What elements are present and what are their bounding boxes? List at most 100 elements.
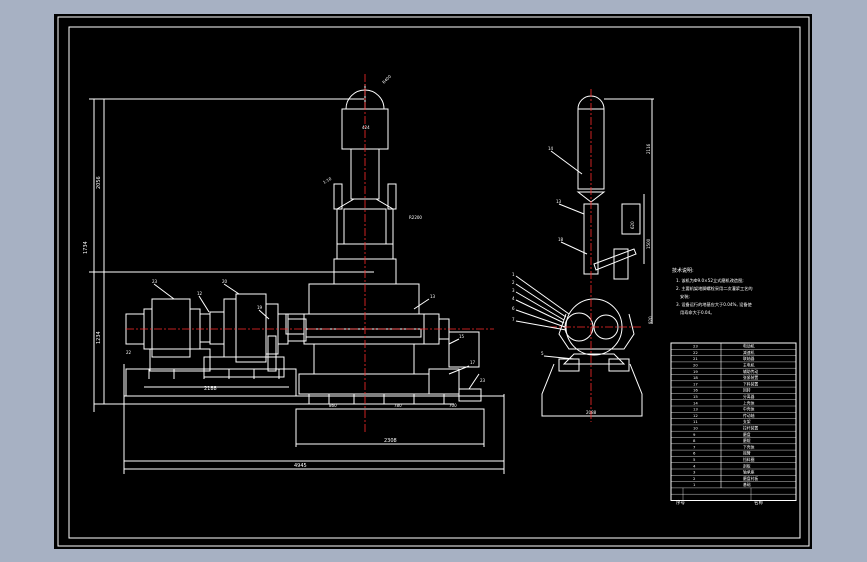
part-name: 分离器 [743,394,755,399]
side-label-1: 13 [556,199,562,204]
drawing-sheet: 4945 2188 2308 1734 2056 1234 860 780 70… [54,14,812,549]
side-label-9: 7 [512,317,515,322]
part-number: 17 [693,381,698,386]
side-label-4: 2 [512,280,515,285]
side-label-0: 14 [548,146,554,151]
table-row: 18 张紧装置 [693,375,758,380]
part-name: 支架 [743,419,751,424]
table-row: 16 回转 [693,388,751,393]
part-number: 18 [693,375,698,380]
part-number: 21 [693,356,698,361]
part-name: 辅助传动 [743,369,758,374]
tech-note-line-4: 用寿命大于0.04。 [680,309,714,316]
table-row: 3 轴承座 [693,470,755,475]
part-number: 5 [693,457,696,462]
dim-lower-height: 1234 [96,331,102,344]
tech-notes: 技术说明: 1. 该机为Ф9.0×52立式磨机改造图; 2. 主要机架地脚螺栓采… [672,267,753,316]
dim-left-height: 1734 [83,241,89,254]
side-label-5: 3 [512,288,515,293]
part-number: 12 [693,413,698,418]
part-number: 19 [693,369,698,374]
front-view: 4945 2188 2308 1734 2056 1234 860 780 70… [83,73,505,474]
part-number: 9 [693,432,696,437]
part-name: 磨盘衬板 [743,476,758,481]
front-label-3: 19 [257,305,263,310]
dim-foundation-length: 2308 [384,438,397,444]
part-name: 挡料圈 [743,457,755,462]
part-number: 13 [693,407,698,412]
table-footer-no: 序号 [676,499,685,506]
dim-base-length: 2188 [204,386,217,392]
part-name: 回转 [743,388,751,393]
part-name: 轴承座 [743,470,755,475]
table-row: 21 联轴器 [693,356,755,361]
front-label-0: 23 [152,279,158,284]
dim-sub-a: 860 [329,403,337,408]
part-name: 刮板 [743,463,751,468]
part-number: 6 [693,451,696,456]
part-name: 减速机 [743,350,755,355]
part-number: 15 [693,394,698,399]
table-footer-name: 名称 [754,499,763,506]
front-label-6: 15 [459,334,465,339]
part-name: 主电机 [743,363,755,368]
side-label-3: 1 [512,272,515,277]
part-name: 张紧装置 [743,375,758,380]
part-number: 22 [693,350,698,355]
table-row: 12 传动轴 [693,413,755,418]
dim-upper-height: 2056 [96,176,102,189]
table-row: 2 磨盘衬板 [693,476,758,481]
part-number: 11 [693,419,698,424]
part-name: 磨辊 [743,438,751,443]
tech-note-line-2: 安装; [680,293,690,300]
dim-radius-top: R400 [381,73,392,84]
part-name: 电动机 [743,344,755,349]
part-number: 8 [693,438,696,443]
table-row: 8 磨辊 [693,438,751,443]
table-row: 11 支架 [693,419,751,424]
part-name: 基础 [743,482,751,487]
outer-frame [57,16,810,547]
table-row: 15 分离器 [693,394,755,399]
part-name: 传动轴 [743,413,755,418]
part-number: 16 [693,388,698,393]
table-row: 13 中壳体 [693,407,755,412]
side-part-labels: 14 13 18 1 2 3 4 5 6 7 [512,146,564,356]
dim-overall-length: 4945 [294,463,307,469]
part-name: 摇臂 [743,451,751,456]
side-dim-height-mid: 1500 [646,238,651,249]
side-view: 2116 1500 2088 620 920 [515,89,654,422]
part-number: 1 [693,482,696,487]
table-row: 4 刮板 [693,463,751,468]
part-number: 2 [693,476,696,481]
tech-note-line-1: 2. 主要机架地脚螺栓采用二次灌浆工艺的 [676,285,753,292]
dim-sub-c: 700 [449,403,457,408]
inner-frame [68,26,801,539]
side-dim-b: 920 [648,316,653,324]
part-number: 4 [693,463,696,468]
side-dim-a: 620 [630,221,635,229]
side-label-7: 5 [541,351,544,356]
part-name: 中壳体 [743,407,755,412]
tech-note-line-0: 1. 该机为Ф9.0×52立式磨机改造图; [676,277,744,284]
table-row: 9 磨盘 [693,432,751,437]
part-name: 拉杆装置 [743,426,758,431]
part-number: 7 [693,444,696,449]
table-row: 5 挡料圈 [693,457,755,462]
part-number: 3 [693,470,696,475]
side-label-2: 18 [558,237,564,242]
side-label-8: 6 [512,306,515,311]
part-name: 联轴器 [743,356,755,361]
tech-note-line-3: 3. 设备运行的地基应大于0.04%, 设备使 [676,301,753,308]
front-label-5: 13 [430,294,436,299]
part-name: 磨盘 [743,432,751,437]
dim-angle: 1:10 [322,176,333,185]
front-label-4: 22 [126,350,132,355]
side-label-6: 4 [512,296,515,301]
